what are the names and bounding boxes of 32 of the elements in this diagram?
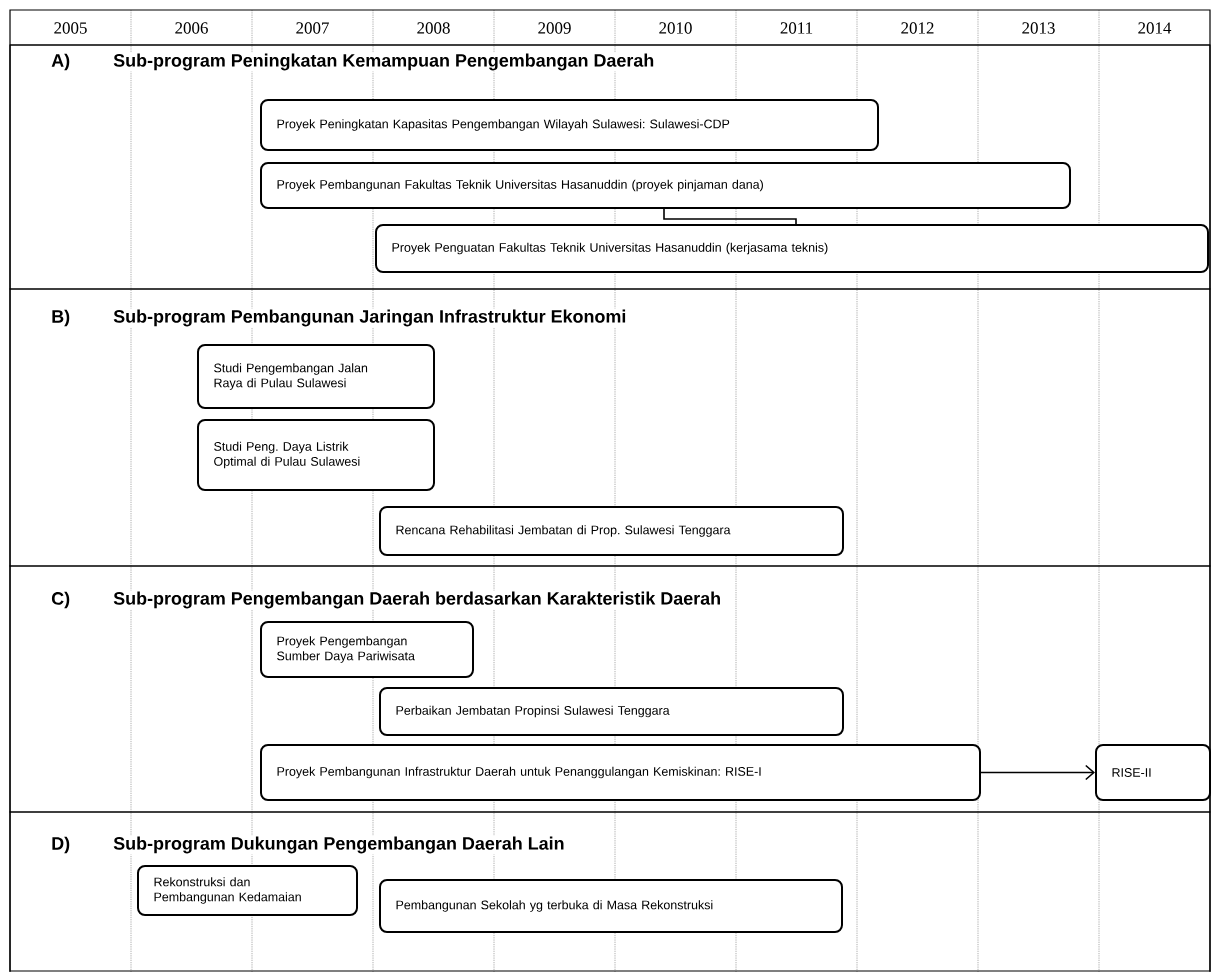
section-heading: Sub-program Peningkatan Kemampuan Pengembangan Daerah [112, 52, 656, 72]
section-heading: C) [50, 590, 72, 610]
project-box: Studi Pengembangan Jalan Raya di Pulau Sulawesi [197, 344, 435, 409]
year-label: 2013 [1022, 22, 1055, 34]
section-heading: Sub-program Pembangunan Jaringan Infrastruktur Ekonomi [112, 308, 628, 328]
arrow [980, 764, 1095, 781]
section-heading: D) [50, 835, 72, 855]
year-label: 2005 [54, 22, 87, 34]
project-box: Perbaikan Jembatan Propinsi Sulawesi Tenggara [379, 687, 844, 736]
project-box: RISE-II [1095, 744, 1211, 801]
project-box: Proyek Peningkatan Kapasitas Pengembangan Wilayah Sulawesi: Sulawesi-CDP [260, 99, 879, 151]
year-label: 2007 [296, 22, 329, 34]
year-label: 2009 [538, 22, 571, 34]
project-box: Proyek Pembangunan Fakultas Teknik Universitas Hasanuddin (proyek pinjaman dana) [260, 162, 1071, 209]
section-heading: B) [50, 308, 72, 328]
section-heading: Sub-program Dukungan Pengembangan Daerah Lain [112, 835, 566, 855]
project-box: Rekonstruksi dan Pembangunan Kedamaian [137, 865, 358, 916]
year-label: 2011 [780, 22, 813, 34]
section-heading: Sub-program Pengembangan Daerah berdasarkan Karakteristik Daerah [112, 590, 723, 610]
project-box: Proyek Pembangunan Infrastruktur Daerah untuk Penanggulangan Kemiskinan: RISE-I [260, 744, 981, 801]
section-heading: A) [50, 52, 72, 72]
year-label: 2012 [901, 22, 934, 34]
project-box: Rencana Rehabilitasi Jembatan di Prop. Sulawesi Tenggara [379, 506, 844, 556]
connector-line [663, 208, 797, 225]
project-box: Proyek Pengembangan Sumber Daya Pariwisata [260, 621, 474, 678]
year-label: 2006 [175, 22, 208, 34]
year-label: 2008 [417, 22, 450, 34]
year-label: 2014 [1138, 22, 1172, 34]
project-box: Proyek Penguatan Fakultas Teknik Universitas Hasanuddin (kerjasama teknis) [375, 224, 1209, 273]
project-box: Pembangunan Sekolah yg terbuka di Masa Rekonstruksi [379, 879, 843, 933]
year-label: 2010 [659, 22, 692, 34]
project-box: Studi Peng. Daya Listrik Optimal di Pulau Sulawesi [197, 419, 435, 491]
